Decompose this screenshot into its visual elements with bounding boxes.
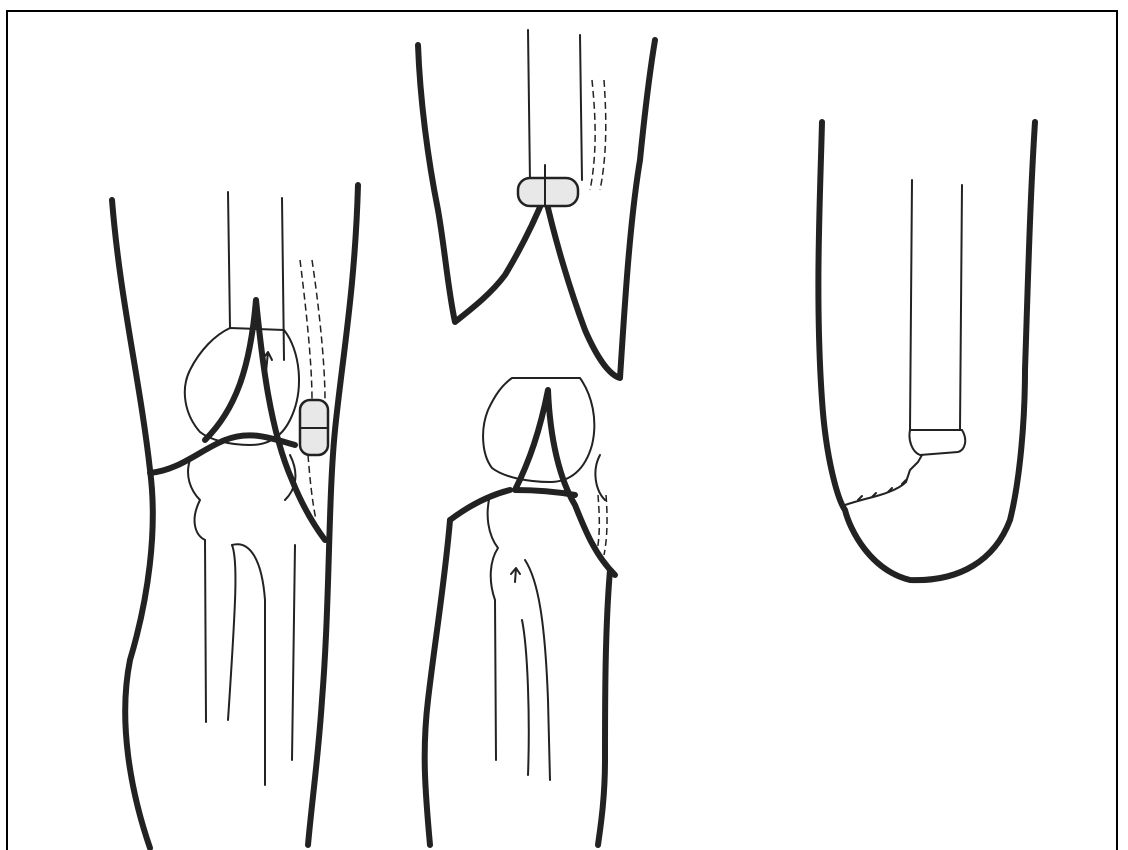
middle-bottom-fibula — [522, 620, 529, 775]
right-stump-panel — [818, 122, 1035, 580]
right-stump-skin — [818, 122, 1035, 580]
left-knee-panel — [112, 185, 358, 848]
middle-bottom-track — [596, 495, 607, 555]
left-fibula-shaft-2 — [292, 545, 295, 760]
middle-top-femur — [528, 30, 582, 182]
middle-top-graft-track — [590, 80, 606, 190]
middle-bottom-panel — [425, 378, 615, 845]
middle-bottom-patella — [595, 455, 605, 500]
left-graft-track — [300, 260, 325, 400]
left-fibula-shaft — [232, 544, 265, 785]
middle-bottom-arrow — [511, 568, 520, 582]
middle-bottom-flap — [450, 390, 615, 575]
left-tibia-shaft — [205, 540, 235, 722]
middle-top-graft — [518, 178, 578, 206]
left-knee-skin-left — [112, 200, 153, 848]
middle-top-panel — [418, 30, 655, 378]
middle-top-skin-right — [545, 40, 655, 378]
right-stump-suture — [845, 455, 922, 505]
left-tibia-head — [188, 455, 295, 540]
middle-bottom-skin-right — [598, 570, 610, 845]
right-stump-femur — [909, 180, 965, 455]
middle-bottom-tibia — [488, 495, 550, 780]
middle-bottom-skin-left — [425, 520, 450, 845]
left-femur-shaft — [228, 192, 284, 360]
